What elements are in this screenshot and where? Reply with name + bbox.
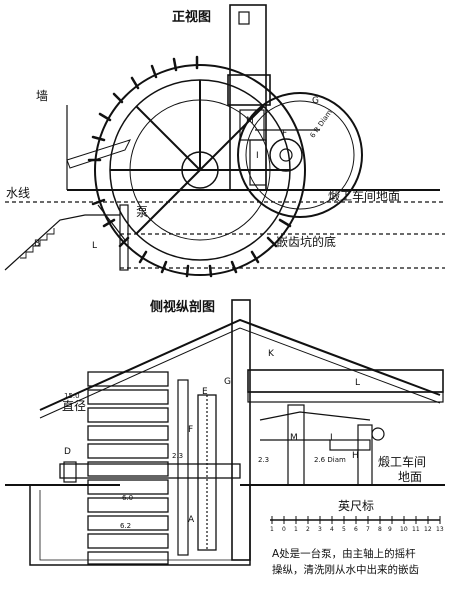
front-letter-g: G [312,96,319,106]
side-dim-4: 6.2 [120,522,132,530]
scale-tick-1: 0 [282,526,286,533]
side-floor-label-2: 地面 [398,470,423,484]
side-dim-5: 2.3 [258,456,270,464]
front-letter-b: B [34,239,41,249]
scale-tick-3: 2 [306,526,310,533]
side-letter-e: E [202,387,208,397]
scale-tick-7: 6 [354,526,358,533]
side-letter-i: I [330,433,333,443]
side-view-title: 侧视纵剖图 [150,300,216,315]
scale-tick-8: 7 [366,526,370,533]
side-dim-2: 2.3 [172,452,184,460]
side-letter-m: M [290,433,298,443]
side-diam-label: 2.6 Diam [314,456,346,464]
scale-tick-13: 12 [424,526,432,533]
waterline-label: 水线 [6,186,31,200]
side-view-drawing [5,299,445,566]
side-letter-d: D [64,447,71,457]
side-letter-l: L [355,378,361,388]
side-letter-k: K [268,349,274,359]
caption-line-2: 操纵，清洗刚从水中出来的嵌齿 [272,564,419,576]
front-letter-i: I [256,151,259,161]
scale-tick-5: 4 [330,526,334,533]
side-dim-3: 6.0 [122,494,134,502]
scale-bar [270,516,441,524]
scale-tick-6: 5 [342,526,346,533]
side-dim-1: 15.0 [64,392,80,400]
front-view-drawing [4,4,445,278]
pit-bottom-label: 嵌齿坑的底 [276,235,337,249]
side-floor-label-1: 煅工车间 [378,455,427,469]
front-letter-l: L [92,241,98,251]
side-letter-a: A [188,515,195,525]
side-letter-h: H [352,451,359,461]
scale-tick-2: 1 [294,526,298,533]
scale-tick-12: 11 [412,526,420,533]
wall-label: 墙 [36,89,49,103]
side-letter-g: G [224,377,231,387]
caption-line-1: A处是一台泵，由主轴上的摇杆 [272,548,416,560]
pump-label: 泵 [136,205,149,219]
scale-tick-14: 13 [436,526,444,533]
side-letter-f: F [188,425,194,435]
front-floor-label: 煅工车间地面 [328,189,401,203]
diameter-label: 直径 [62,399,87,413]
front-view-title: 正视图 [172,10,212,25]
scale-label: 英尺标 [338,499,375,513]
front-letter-m: M [246,116,254,126]
front-letter-f: F [282,129,288,139]
scale-tick-0: 1 [270,526,274,533]
scale-tick-10: 9 [388,526,392,533]
scale-tick-4: 3 [318,526,322,533]
scale-tick-11: 10 [400,526,408,533]
scale-tick-9: 8 [378,526,382,533]
